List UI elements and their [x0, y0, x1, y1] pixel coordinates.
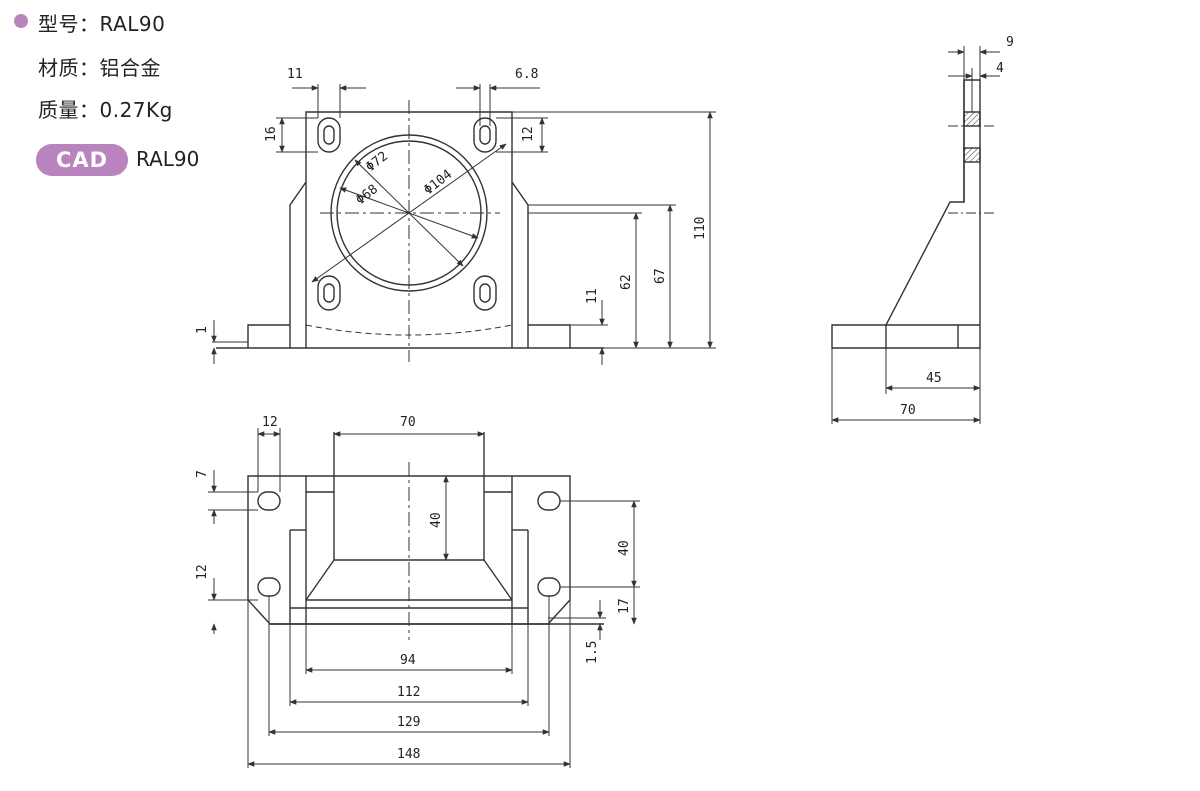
dim-top-slot-height: 7 — [195, 470, 210, 478]
spec-weight: 质量：0.27Kg — [38, 98, 173, 122]
spec-material: 材质：铝合金 — [38, 56, 161, 80]
side-profile-outline — [831, 79, 981, 349]
dim-front-bolt-circle: Φ104 — [421, 167, 455, 198]
dim-front-thickness: 1 — [195, 326, 210, 334]
dim-front-bore-d2: Φ68 — [353, 182, 381, 208]
top-view — [208, 428, 640, 768]
top-slot-tl — [257, 491, 281, 511]
dim-front-slot-width: 11 — [287, 67, 303, 82]
top-slot-br — [537, 577, 561, 597]
front-slot-tl — [317, 117, 341, 153]
spec-model: 型号：RAL90 — [38, 12, 166, 36]
dim-front-slot-height: 16 — [264, 126, 279, 142]
dim-top-hole-spacing: 40 — [617, 540, 632, 556]
front-dimension-labels: 11 6.8 16 12 Φ72 Φ68 Φ104 1 11 62 67 110 — [195, 67, 708, 334]
cad-badge[interactable]: CAD — [36, 144, 128, 176]
dim-top-window-width: 70 — [400, 415, 416, 430]
dim-top-flange: 1.5 — [585, 641, 600, 664]
dim-front-center-height: 62 — [619, 274, 634, 290]
side-dimension-labels: 9 4 45 70 — [900, 35, 1014, 418]
dim-top-width-129: 129 — [397, 715, 420, 730]
top-window-outline — [333, 432, 485, 561]
front-slot-br — [473, 275, 497, 311]
spec-bullet-icon — [14, 14, 28, 28]
side-view — [831, 46, 1000, 424]
dim-front-foot-height: 11 — [585, 288, 600, 304]
dim-front-slot-offset: 6.8 — [515, 67, 538, 82]
front-slot-tr — [473, 117, 497, 153]
front-slot-bl — [317, 275, 341, 311]
cad-model-label: RAL90 — [136, 147, 200, 171]
dim-top-row-offset: 12 — [195, 564, 210, 580]
dim-front-total-height: 110 — [693, 217, 708, 240]
dim-side-wall-top: 9 — [1006, 35, 1014, 50]
dim-top-width-94: 94 — [400, 653, 416, 668]
top-slot-bl — [257, 577, 281, 597]
front-view — [211, 84, 716, 365]
dim-top-window-depth: 40 — [429, 512, 444, 528]
dim-top-width-112: 112 — [397, 685, 420, 700]
dim-top-slot-offset: 12 — [262, 415, 278, 430]
dim-front-top-to-base: 67 — [653, 268, 668, 284]
dim-front-bore-d1: Φ72 — [363, 149, 391, 175]
dim-front-slot-height-right: 12 — [521, 126, 536, 142]
side-hatch-bottom — [963, 147, 981, 163]
dim-top-rear-offset: 17 — [617, 598, 632, 614]
dim-side-total-depth: 70 — [900, 403, 916, 418]
top-dimension-labels: 12 70 7 40 12 40 17 1.5 94 112 129 148 — [195, 415, 632, 762]
dim-side-leg-length: 45 — [926, 371, 942, 386]
side-hatch-top — [963, 111, 981, 127]
dim-top-width-148: 148 — [397, 747, 420, 762]
top-slot-tr — [537, 491, 561, 511]
dim-side-wall-inner: 4 — [996, 61, 1004, 76]
